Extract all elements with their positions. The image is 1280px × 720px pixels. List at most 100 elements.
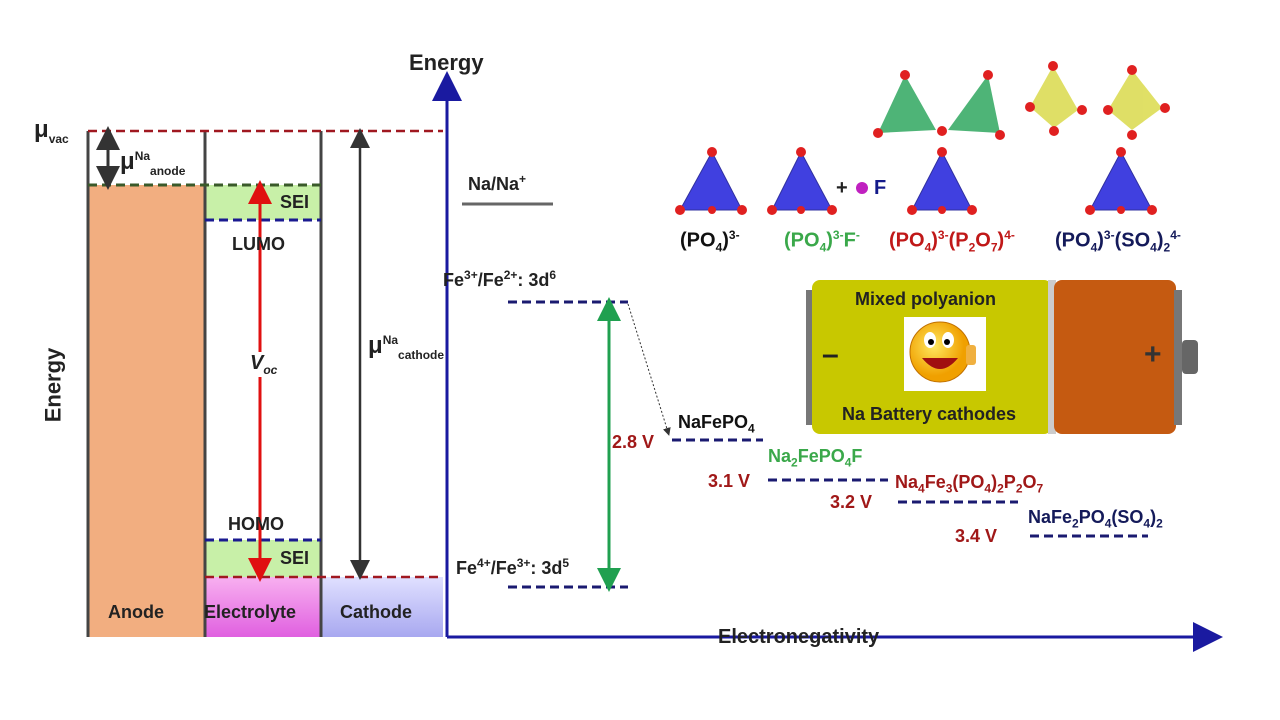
label-segment: P bbox=[1003, 472, 1016, 492]
label-segment: 4 bbox=[715, 240, 723, 255]
label-segment: 3+ bbox=[464, 268, 478, 282]
label-segment: O bbox=[1022, 472, 1037, 492]
label-segment: μ bbox=[368, 332, 383, 359]
battery-positive-sign: + bbox=[1144, 338, 1162, 371]
label-segment: Na bbox=[382, 333, 399, 347]
label-segment: μ bbox=[120, 148, 135, 175]
label-segment: (SO bbox=[1114, 229, 1151, 252]
label-segment: ) bbox=[826, 229, 833, 252]
anode-block bbox=[88, 185, 205, 637]
compound-voltage: 3.2 V bbox=[830, 492, 873, 512]
compound-label: NaFePO4 bbox=[678, 412, 755, 436]
label-segment: ) bbox=[722, 229, 729, 252]
label-segment: 3- bbox=[937, 228, 949, 242]
label-segment: (PO bbox=[1055, 229, 1091, 252]
label-segment: 4 bbox=[984, 481, 992, 496]
label-segment: F bbox=[843, 229, 856, 252]
label-segment: 3- bbox=[728, 228, 740, 242]
label-segment: /Fe bbox=[490, 558, 517, 578]
label-segment: Na/Na bbox=[468, 174, 520, 194]
label-segment: 6 bbox=[549, 268, 557, 282]
homo-label: HOMO bbox=[228, 514, 284, 534]
compound-label: NaFe2PO4(SO4)2 bbox=[1028, 507, 1163, 531]
sei-bottom-label: SEI bbox=[280, 548, 310, 568]
battery-icon bbox=[806, 280, 1198, 434]
plus-sign: + bbox=[836, 177, 848, 199]
label-segment: μ bbox=[34, 116, 49, 143]
battery-bottom-text: Na Battery cathodes bbox=[842, 404, 1017, 424]
label-segment: Na bbox=[134, 149, 151, 163]
label-segment: NaFePO bbox=[678, 412, 749, 432]
label-segment: Fe bbox=[443, 270, 465, 290]
na-reference-label: Na/Na+ bbox=[468, 172, 526, 195]
compound-label: Na4Fe3(PO4)2P2O7 bbox=[895, 472, 1043, 496]
electronegativity-label: Electronegativity bbox=[718, 626, 880, 648]
cathode-label: Cathode bbox=[340, 602, 412, 622]
battery-negative-sign: – bbox=[822, 338, 839, 371]
label-segment: NaFe bbox=[1028, 507, 1073, 527]
compound-label: Na2FePO4F bbox=[768, 446, 862, 470]
polyanion-label: (PO4)3-F- bbox=[784, 228, 860, 255]
label-segment: Fe bbox=[924, 472, 946, 492]
label-segment: oc bbox=[263, 363, 278, 377]
label-segment: 4 bbox=[1150, 240, 1157, 255]
cathode-block bbox=[321, 577, 443, 637]
label-segment: PO bbox=[1078, 507, 1105, 527]
label-segment: 4 bbox=[844, 455, 852, 470]
anode-label: Anode bbox=[108, 602, 164, 622]
label-segment: (PO bbox=[952, 472, 985, 492]
polyanion-label: (PO4)3- bbox=[680, 228, 740, 255]
label-segment: ) bbox=[1150, 507, 1157, 527]
electrolyte-block bbox=[205, 577, 321, 637]
label-segment: ) bbox=[931, 229, 938, 252]
label-segment: O bbox=[975, 229, 991, 252]
label-segment: Na bbox=[768, 446, 792, 466]
label-segment: 2 bbox=[1156, 516, 1163, 531]
mu-vac-label: μvac bbox=[34, 116, 69, 146]
label-segment: 3- bbox=[1103, 228, 1115, 242]
label-segment: (P bbox=[948, 229, 969, 252]
label-segment: 2 bbox=[1015, 481, 1023, 496]
label-segment: - bbox=[855, 228, 860, 242]
label-segment: (PO bbox=[784, 229, 820, 252]
label-segment: 4- bbox=[1004, 228, 1015, 242]
polyanion-label: (PO4)3-(SO4)24- bbox=[1055, 228, 1181, 255]
sei-top-label: SEI bbox=[280, 192, 310, 212]
mu-cathode-label: μNacathode bbox=[368, 332, 444, 362]
label-segment: 7 bbox=[990, 240, 998, 255]
label-segment: Fe bbox=[456, 558, 478, 578]
label-segment: 2 bbox=[997, 481, 1004, 496]
label-segment: 2 bbox=[968, 240, 976, 255]
label-segment: 4 bbox=[918, 481, 925, 496]
polyanion-structures bbox=[675, 61, 1170, 215]
compound-voltage: 3.4 V bbox=[955, 526, 998, 546]
smiley-emoji-icon bbox=[909, 321, 976, 383]
label-segment: ) bbox=[997, 229, 1005, 252]
label-segment: anode bbox=[150, 163, 186, 178]
label-segment: 7 bbox=[1036, 481, 1044, 496]
span-voltage-label: 2.8 V bbox=[612, 432, 655, 452]
left-energy-axis-label: Energy bbox=[40, 347, 66, 423]
label-segment: V bbox=[250, 352, 264, 374]
label-segment: cathode bbox=[398, 347, 445, 362]
compound-voltage: 3.1 V bbox=[708, 471, 751, 491]
label-segment: ) bbox=[991, 472, 998, 492]
voc-label: Voc bbox=[250, 352, 278, 377]
lumo-label: LUMO bbox=[232, 234, 285, 254]
fe-lower-level-label: Fe4+/Fe3+: 3d5 bbox=[456, 556, 569, 579]
right-energy-axis-label: Energy bbox=[409, 50, 484, 75]
electrolyte-label: Electrolyte bbox=[204, 602, 297, 622]
label-segment: (SO bbox=[1111, 507, 1144, 527]
label-segment: 4 bbox=[1104, 516, 1112, 531]
label-segment: (PO bbox=[680, 229, 716, 252]
label-segment: 3+ bbox=[516, 556, 531, 570]
label-segment: 2 bbox=[791, 455, 798, 470]
fe-upper-level-label: Fe3+/Fe2+: 3d6 bbox=[443, 268, 556, 291]
label-segment: ) bbox=[1097, 229, 1104, 252]
label-segment: 4 bbox=[748, 421, 755, 436]
label-segment: 2+ bbox=[503, 268, 518, 282]
label-segment: FePO bbox=[797, 446, 845, 466]
label-segment: vac bbox=[48, 131, 69, 146]
label-segment: 3 bbox=[945, 481, 953, 496]
